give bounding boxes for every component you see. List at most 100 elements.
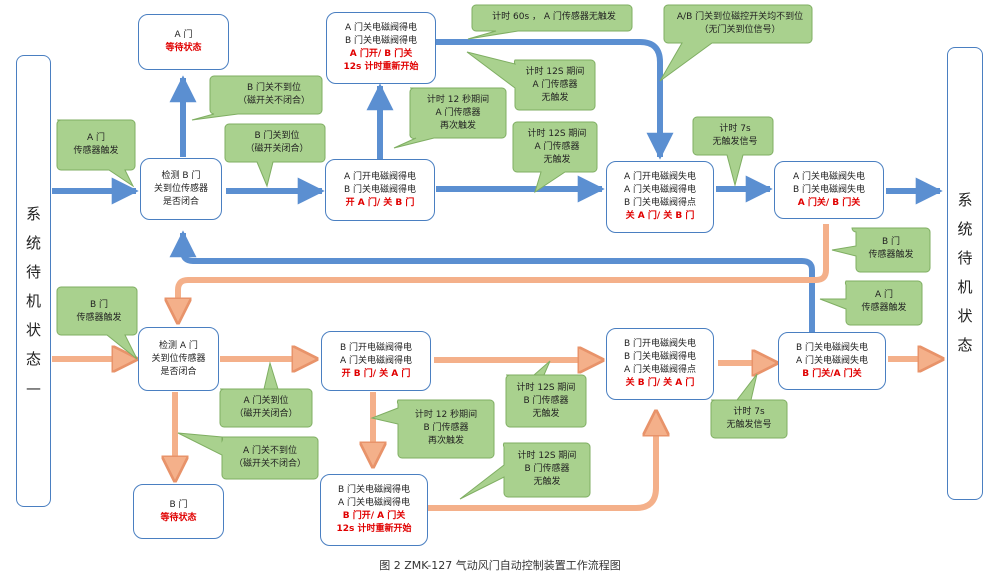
right-standby-char: 状 (957, 307, 973, 325)
note-line: B 门 (881, 237, 901, 247)
box-line: B 门关电磁阀得电 (623, 352, 697, 362)
note-12s-a-no-trigger-2: 计时 12S 期间 A 门传感器 无触发 (517, 128, 597, 167)
note-line: B 门传感器 (523, 396, 569, 406)
right-standby-char: 态 (957, 336, 973, 354)
box-action: 开 B 门/ 关 A 门 (341, 368, 411, 379)
note-ab-not-closed: A/B 门关到位磁控开关均不到位 （无门关到位信号） (668, 11, 812, 37)
left-standby-char: — (26, 379, 41, 397)
box-line: B 门关电磁阀得电 (344, 36, 418, 46)
box-action: A 门关/ B 门关 (797, 197, 861, 208)
box-line: A 门关电磁阀失电 (795, 355, 869, 366)
box-a-door-open: A 门开电磁阀得电 B 门关电磁阀得电 开 A 门/ 关 B 门 (325, 159, 435, 221)
box-line: 检测 A 门 (159, 340, 198, 351)
box-line: 是否闭合 (162, 196, 199, 207)
box-b-door-waiting: B 门 等待状态 (133, 484, 224, 539)
box-action: 12s 计时重新开始 (336, 524, 412, 534)
note-line: B 门关不到位 (246, 83, 302, 93)
box-action: B 门开/ A 门关 (342, 511, 406, 521)
box-detect-a-door: 检测 A 门 关到位传感器 是否闭合 (138, 327, 219, 391)
note-line: 计时 12S 期间 (527, 129, 587, 139)
note-b-sensor-trigger-left: B 门 传感器触发 (61, 299, 137, 325)
note-line: 传感器触发 (76, 313, 122, 323)
note-line: A 门传感器 (534, 142, 580, 152)
box-line: 关到位传感器 (153, 183, 208, 194)
box-action: A 门开/ B 门关 (349, 49, 413, 59)
left-standby-panel: 系 统 待 机 状 态 — (16, 55, 51, 507)
note-line: B 门关到位 (254, 131, 300, 141)
note-line: 计时 7s (733, 407, 765, 417)
note-line: （磁开关闭合） (234, 409, 298, 419)
box-detect-b-door: 检测 B 门 关到位传感器 是否闭合 (140, 158, 222, 220)
note-line: A 门关到位 (243, 396, 289, 406)
note-60s-timeout: 计时 60s ， A 门传感器无触发 (476, 11, 632, 24)
note-line: 无触发信号 (712, 137, 758, 147)
note-line: （磁开关不闭合） (233, 459, 306, 469)
box-line: 关到位传感器 (151, 353, 206, 364)
note-line: 计时 12 秒期间 (414, 410, 478, 420)
right-standby-char: 机 (957, 278, 973, 296)
left-standby-char: 待 (25, 263, 41, 281)
box-both-doors-closed-bottom: B 门关电磁阀失电 A 门关电磁阀失电 B 门关/A 门关 (778, 332, 886, 390)
figure-caption: 图 2 ZMK-127 气动风门自动控制装置工作流程图 (379, 559, 621, 572)
box-action: 关 A 门/ 关 B 门 (625, 211, 695, 221)
note-line: 无触发信号 (726, 420, 772, 430)
box-action: 关 B 门/ 关 A 门 (625, 378, 695, 388)
note-12s-b-retrigger: 计时 12 秒期间 B 门传感器 再次触发 (398, 409, 494, 448)
note-b-not-closed: B 门关不到位 （磁开关不闭合） (226, 82, 322, 108)
box-line: A 门开电磁阀得电 (343, 171, 417, 182)
left-standby-char: 态 (25, 350, 41, 368)
note-line: B 门传感器 (423, 423, 469, 433)
note-line: 传感器触发 (868, 250, 914, 260)
note-line: A 门传感器 (435, 108, 481, 118)
box-status: 等待状态 (160, 512, 197, 523)
box-line: A 门关电磁阀失电 (792, 171, 866, 182)
note-callouts (56, 4, 931, 500)
blue-arrows (52, 39, 943, 332)
note-line: 无触发 (532, 409, 560, 419)
box-bottom-reset-12s: B 门关电磁阀得电 A 门关电磁阀得电 B 门开/ A 门关 12s 计时重新开… (320, 474, 428, 546)
box-line: A 门关电磁阀得电 (337, 498, 411, 508)
note-7s-top: 计时 7s 无触发信号 (697, 123, 773, 149)
box-line: A 门关电磁阀得点 (623, 365, 697, 375)
note-b-closed: B 门关到位 （磁开关闭合） (229, 130, 325, 156)
note-line: 计时 12 秒期间 (426, 95, 490, 105)
note-line: A 门传感器 (532, 80, 578, 90)
note-line: 传感器触发 (73, 146, 119, 156)
note-line: 计时 12S 期间 (525, 67, 585, 77)
box-action: 开 A 门/ 关 B 门 (345, 197, 415, 208)
box-line: B 门关电磁阀得电 (337, 485, 411, 495)
note-12s-a-no-trigger-1: 计时 12S 期间 A 门传感器 无触发 (515, 66, 595, 105)
box-action: B 门关/A 门关 (802, 368, 862, 379)
left-standby-char: 系 (25, 205, 41, 223)
right-standby-char: 系 (957, 191, 973, 209)
box-action: 12s 计时重新开始 (343, 62, 419, 72)
box-line: B 门关电磁阀得点 (623, 198, 697, 208)
box-status: 等待状态 (165, 43, 202, 53)
box-top-reset-12s: A 门关电磁阀得电 B 门关电磁阀得电 A 门开/ B 门关 12s 计时重新开… (326, 12, 436, 84)
note-line: （无门关到位信号） (699, 25, 781, 35)
note-line: 计时 12S 期间 (516, 383, 576, 393)
note-line: B 门传感器 (524, 464, 570, 474)
box-both-doors-closed-top: A 门关电磁阀失电 B 门关电磁阀失电 A 门关/ B 门关 (774, 161, 884, 219)
note-line: （磁开关闭合） (245, 144, 309, 154)
box-b-door-open: B 门开电磁阀得电 A 门关电磁阀得电 开 B 门/ 关 A 门 (321, 331, 431, 391)
box-line: A 门开电磁阀失电 (623, 172, 697, 182)
note-line: 再次触发 (439, 121, 476, 131)
note-b-sensor-trigger-right: B 门 传感器触发 (852, 236, 930, 262)
box-a-open-valve-off: A 门开电磁阀失电 A 门关电磁阀得电 B 门关电磁阀得点 关 A 门/ 关 B… (606, 161, 714, 233)
note-line: 计时 60s ， A 门传感器无触发 (492, 12, 616, 22)
note-line: 无触发 (533, 477, 561, 487)
note-12s-b-no-trigger-2: 计时 12S 期间 B 门传感器 无触发 (504, 450, 590, 489)
box-line: 检测 B 门 (161, 170, 201, 181)
box-a-door-waiting: A 门 等待状态 (138, 14, 229, 70)
box-b-open-valve-off: B 门开电磁阀失电 B 门关电磁阀得电 A 门关电磁阀得点 关 B 门/ 关 A… (606, 328, 714, 400)
box-line: B 门关电磁阀失电 (795, 342, 869, 353)
box-line: 是否闭合 (160, 366, 197, 377)
left-standby-char: 统 (25, 234, 41, 252)
note-line: B 门 (89, 300, 109, 310)
note-line: A/B 门关到位磁控开关均不到位 (676, 12, 804, 22)
right-standby-panel: 系 统 待 机 状 态 (947, 47, 983, 500)
box-line: B 门关电磁阀失电 (792, 184, 866, 195)
orange-arrows (52, 224, 942, 511)
